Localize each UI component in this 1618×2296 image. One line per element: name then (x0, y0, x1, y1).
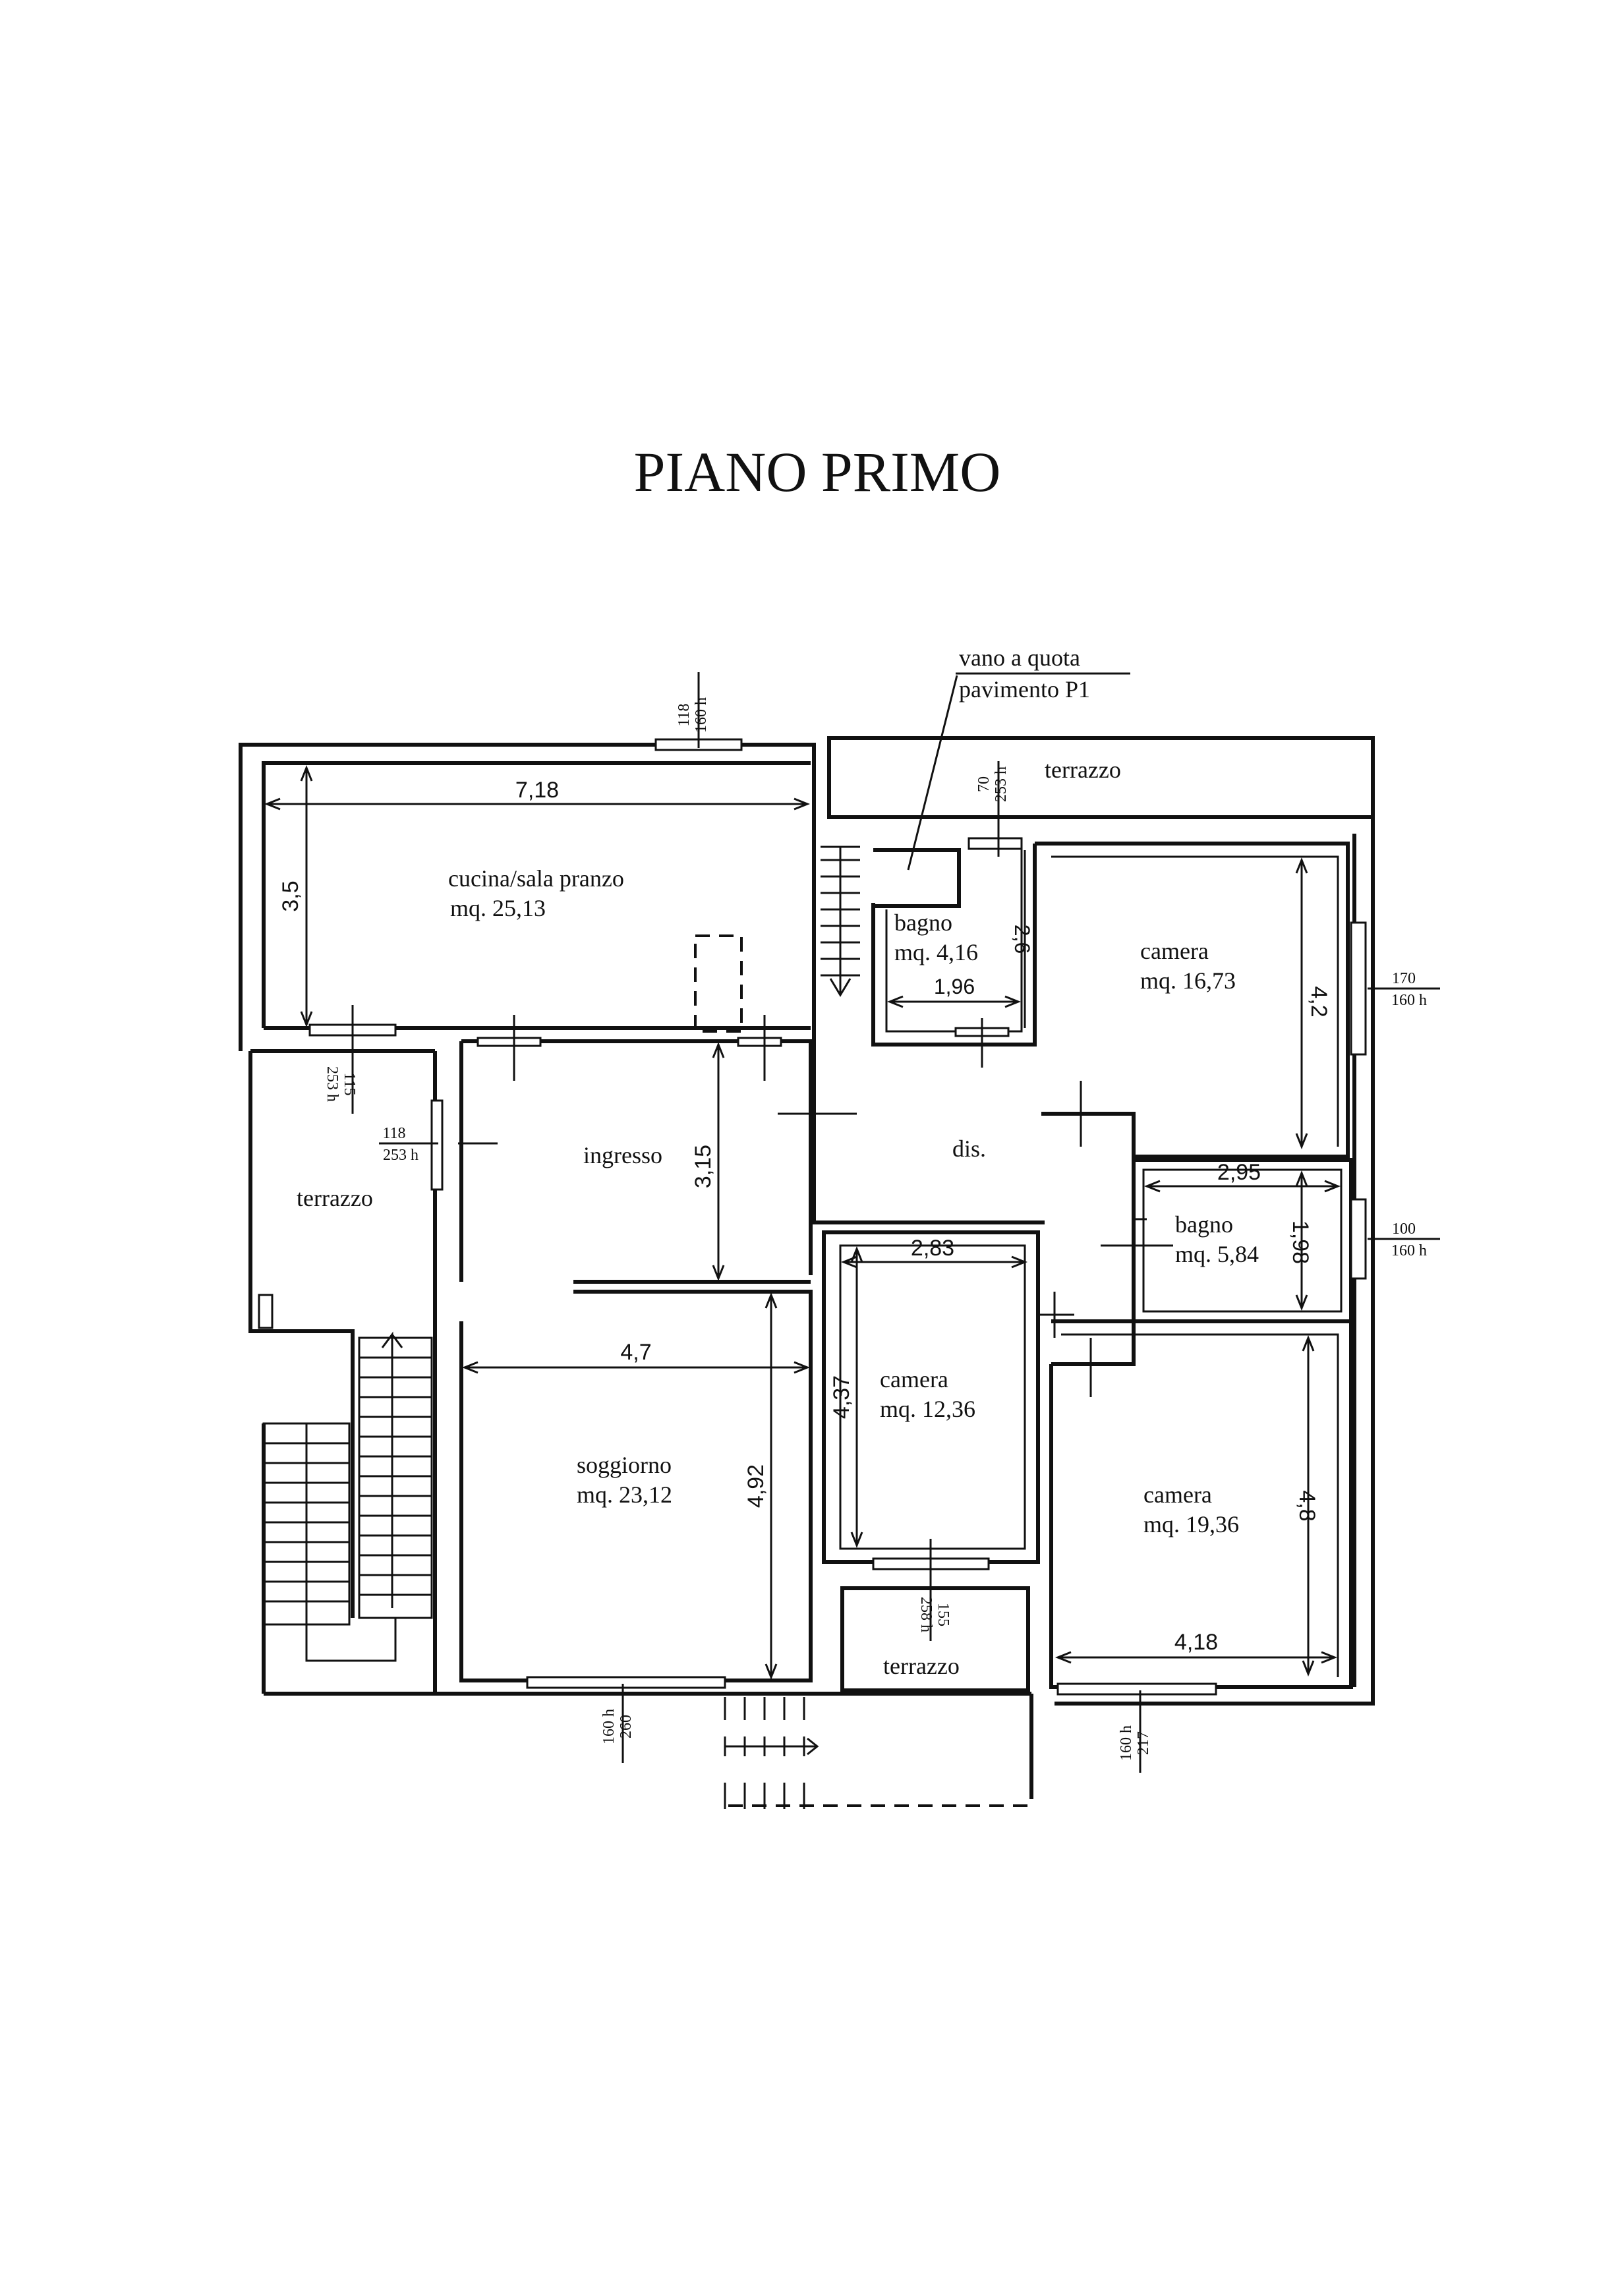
room-name-terrazzo-south: terrazzo (883, 1653, 960, 1679)
room-camera2: camera mq. 12,36 (880, 1366, 975, 1422)
dim-camera3-width: 4,18 (1174, 1630, 1218, 1655)
opening-cucina-door: 115 253 h (324, 1066, 358, 1102)
dim-bagno2-width: 2,95 (1217, 1160, 1261, 1185)
opening-cucina-door-height: 253 h (324, 1066, 341, 1102)
opening-ingresso-door-height: 253 h (383, 1147, 419, 1164)
room-name-camera1: camera (1140, 938, 1209, 964)
room-name-camera2: camera (880, 1366, 948, 1392)
opening-camera2-door-height: 258 h (917, 1597, 935, 1632)
room-name-bagno1: bagno (894, 909, 952, 936)
opening-east-1: 170 160 h (1391, 970, 1427, 1009)
room-camera3: camera mq. 19,36 (1143, 1481, 1239, 1537)
dim-ingresso-height: 3,15 (691, 1145, 716, 1188)
room-name-terrazzo-west: terrazzo (297, 1185, 373, 1211)
room-area-bagno2: mq. 5,84 (1175, 1241, 1259, 1267)
level-note-line1: vano a quota (959, 645, 1080, 671)
opening-top-height: 160 h (693, 697, 710, 733)
room-area-bagno1: mq. 4,16 (894, 939, 978, 965)
room-area-camera1: mq. 16,73 (1140, 967, 1236, 994)
opening-east-1-height: 160 h (1391, 992, 1427, 1009)
opening-leaders (351, 672, 1440, 1773)
room-area-camera3: mq. 19,36 (1143, 1511, 1239, 1537)
opening-bottom-left: 260 160 h (600, 1709, 635, 1744)
dim-soggiorno-width: 4,7 (620, 1340, 651, 1365)
page-title: PIANO PRIMO (634, 440, 1001, 503)
door-markers (458, 1015, 1173, 1397)
room-name-soggiorno: soggiorno (577, 1452, 672, 1478)
opening-bottom-right: 217 160 h (1118, 1725, 1152, 1761)
room-area-soggiorno: mq. 23,12 (577, 1481, 672, 1508)
dim-camera3-height: 4,8 (1294, 1490, 1319, 1521)
opening-east-1-width: 170 (1392, 970, 1416, 987)
room-area-camera2: mq. 12,36 (880, 1396, 975, 1422)
opening-camera2-door: 155 258 h (917, 1597, 952, 1632)
opening-top-right-width: 70 (975, 776, 993, 792)
opening-cucina-door-width: 115 (341, 1072, 358, 1095)
room-bagno1: bagno mq. 4,16 (894, 909, 978, 965)
room-name-cucina: cucina/sala pranzo (448, 865, 624, 892)
room-soggiorno: soggiorno mq. 23,12 (577, 1452, 672, 1508)
room-cucina: cucina/sala pranzo mq. 25,13 (448, 865, 624, 921)
room-name-ingresso: ingresso (583, 1142, 662, 1168)
opening-top-width: 118 (676, 703, 693, 726)
opening-east-2-height: 160 h (1391, 1242, 1427, 1259)
dim-camera2-height: 4,37 (829, 1375, 854, 1419)
room-bagno2: bagno mq. 5,84 (1175, 1211, 1259, 1267)
opening-top: 118 160 h (676, 697, 710, 733)
level-note: vano a quota pavimento P1 (907, 645, 1130, 871)
opening-bottom-right-height: 160 h (1118, 1725, 1135, 1761)
opening-bottom-right-width: 217 (1135, 1731, 1152, 1755)
dim-bagno1-width: 1,96 (934, 975, 975, 998)
dim-cucina-width: 7,18 (515, 778, 559, 803)
opening-bottom-left-width: 260 (618, 1715, 635, 1738)
opening-top-right-height: 253 h (993, 766, 1010, 802)
room-name-terrazzo-north: terrazzo (1045, 757, 1121, 783)
opening-east-2-width: 100 (1392, 1220, 1416, 1238)
external-steps (724, 1697, 819, 1809)
opening-east-2: 100 160 h (1391, 1220, 1427, 1259)
staircase-west (262, 1331, 433, 1662)
opening-ingresso-door: 118 253 h (382, 1125, 419, 1164)
dim-cucina-height: 3,5 (278, 880, 303, 911)
dim-soggiorno-height: 4,92 (743, 1464, 768, 1508)
level-note-line2: pavimento P1 (959, 676, 1090, 703)
dim-bagno2-height: 1,98 (1288, 1220, 1313, 1264)
room-camera1: camera mq. 16,73 (1140, 938, 1236, 994)
dimension-lines (264, 764, 1341, 1680)
opening-ingresso-door-width: 118 (382, 1125, 405, 1142)
room-name-dis: dis. (952, 1135, 986, 1162)
room-name-camera3: camera (1143, 1481, 1212, 1508)
opening-camera2-door-width: 155 (935, 1603, 952, 1626)
dim-bagno1-height: 2,6 (1010, 925, 1034, 954)
opening-bottom-left-height: 160 h (600, 1709, 618, 1744)
staircase-core (821, 846, 860, 997)
room-name-bagno2: bagno (1175, 1211, 1233, 1238)
opening-top-right: 70 253 h (975, 766, 1010, 802)
dim-camera1-height: 4,2 (1306, 986, 1331, 1017)
room-area-cucina: mq. 25,13 (450, 895, 546, 921)
dim-camera2-width: 2,83 (911, 1236, 954, 1261)
